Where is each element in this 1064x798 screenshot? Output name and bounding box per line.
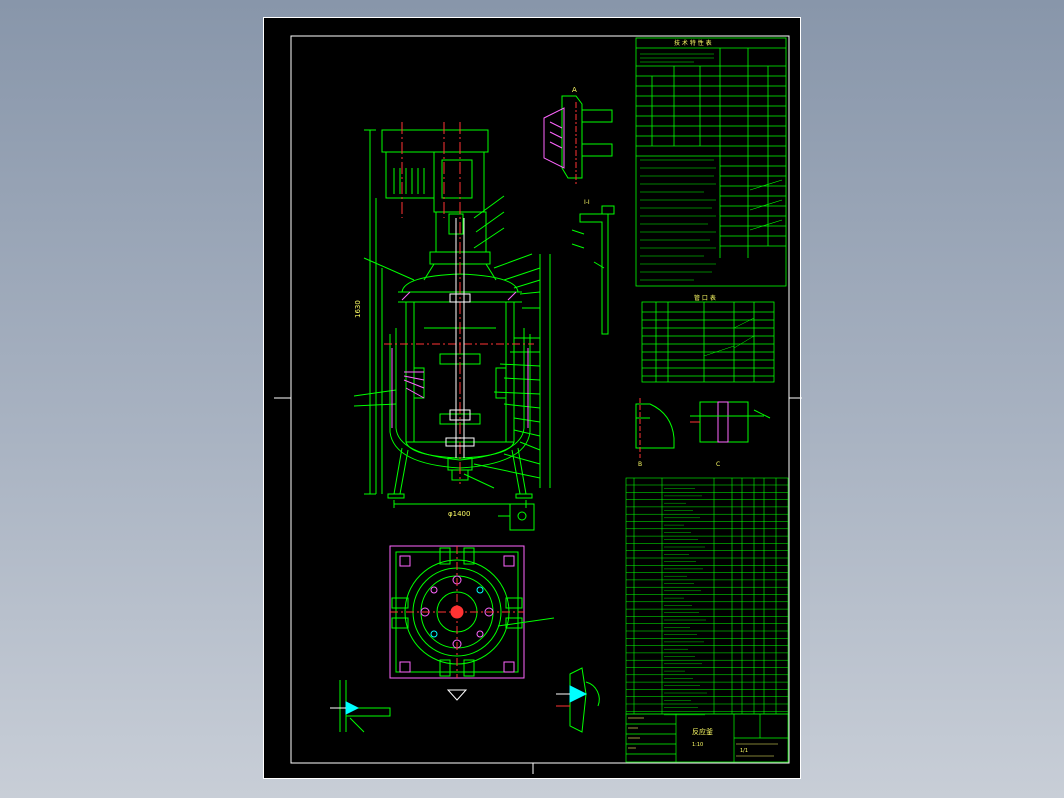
title-block-title: 反应釜 <box>692 727 713 736</box>
detail-bracket <box>571 205 615 335</box>
title-block-marks <box>628 717 778 757</box>
title-block <box>625 713 789 763</box>
inner-frame <box>290 35 790 764</box>
detail-c-label: C <box>716 461 720 468</box>
cad-drawing: 1630 φ1400 A <box>274 35 802 774</box>
agitator <box>445 218 475 458</box>
dim-width: φ1400 <box>448 510 470 518</box>
weld-detail-left <box>330 680 391 733</box>
parts-list-rows <box>626 484 788 716</box>
nozzle-table-title: 管 口 表 <box>694 294 716 302</box>
section-label-i: I-I <box>584 199 590 206</box>
detail-b <box>635 398 675 458</box>
detail-a <box>543 95 613 184</box>
parts-list <box>625 477 789 715</box>
title-block-scale: 1:10 <box>692 742 703 748</box>
centerlines <box>384 122 534 484</box>
title-block-sheet: 1/1 <box>740 748 748 754</box>
tech-table-text <box>640 53 783 281</box>
tech-table-title: 技 术 特 性 表 <box>674 39 712 47</box>
plan-view <box>389 545 555 701</box>
detail-a-label: A <box>572 86 577 94</box>
vessel-elevation <box>353 129 551 508</box>
tech-table <box>635 37 787 287</box>
vessel-hatching <box>391 291 529 428</box>
dim-height: 1630 <box>354 300 362 318</box>
drawing-sheet: 1630 φ1400 A <box>263 17 802 779</box>
detail-c <box>690 401 771 443</box>
small-flange-detail <box>498 503 535 531</box>
detail-b-label: B <box>638 461 642 468</box>
nozzle-table <box>641 301 775 383</box>
weld-detail-center <box>556 667 600 733</box>
